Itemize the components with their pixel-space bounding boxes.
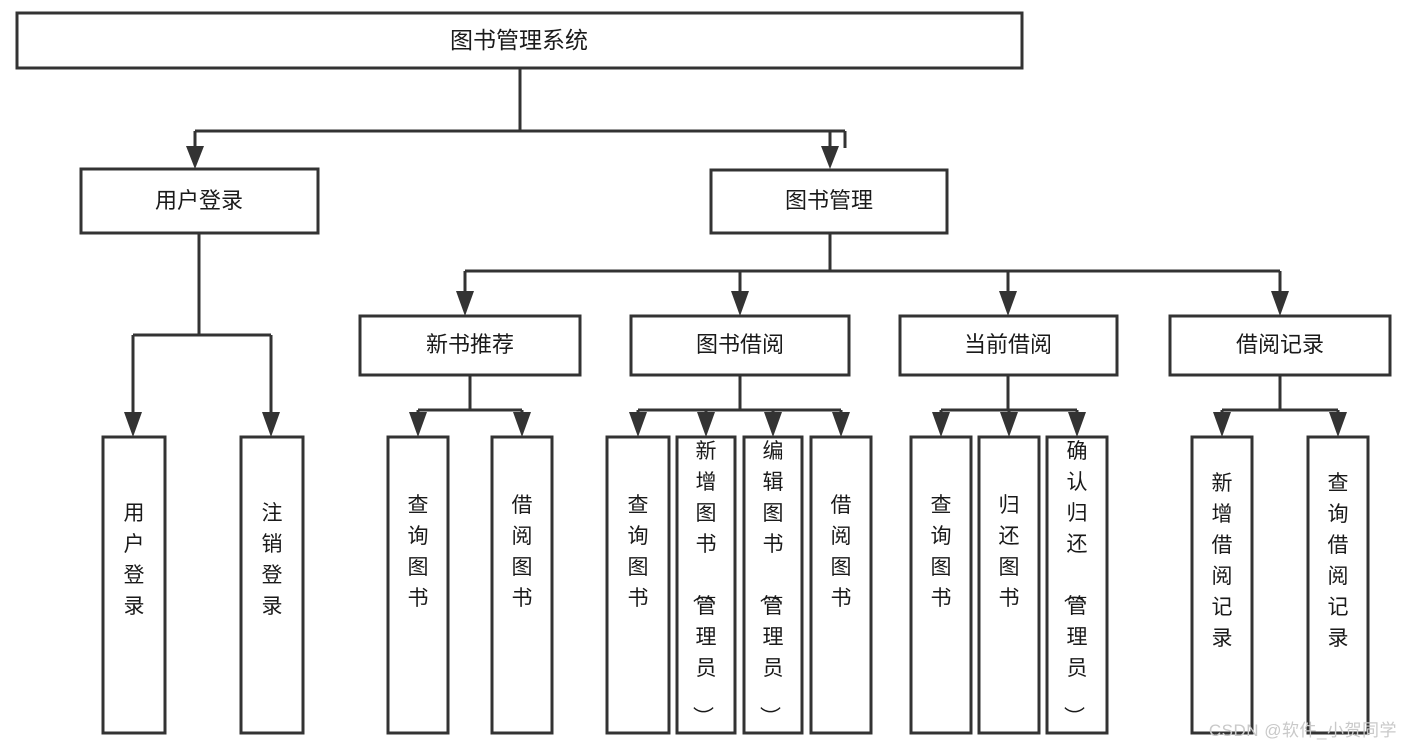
- arrow-to-leaf-query-book-2: [629, 412, 647, 437]
- leaf-return-book-box[interactable]: [977, 435, 1041, 735]
- arrow-to-leaf-query-record: [1329, 412, 1347, 437]
- connectors-user-login-to-leaves: [124, 233, 280, 437]
- node-book-manage[interactable]: 图书管理: [709, 168, 949, 235]
- leaf-edit-book-box[interactable]: [742, 435, 804, 735]
- connectors-current-borrow-to-leaves: [932, 375, 1086, 437]
- arrow-to-book-manage: [821, 146, 839, 169]
- leaf-user-login-label: 用户登录: [124, 502, 145, 618]
- leaf-borrow-book-recommend[interactable]: 借阅图书: [490, 435, 554, 735]
- leaf-query-borrow-record-label: 查询借阅记录: [1328, 472, 1349, 650]
- arrow-to-leaf-borrow-book-1: [513, 412, 531, 437]
- leaf-query-book-recommend-box[interactable]: [386, 435, 450, 735]
- leaf-query-book-borrow[interactable]: 查询图书: [605, 435, 671, 735]
- node-root-label: 图书管理系统: [450, 27, 588, 53]
- leaf-user-login[interactable]: 用户登录: [101, 435, 167, 735]
- leaf-query-book-recommend-label: 查询图书: [408, 494, 429, 610]
- leaf-query-book-current-label: 查询图书: [931, 494, 952, 610]
- leaf-confirm-return-label: 确认归还（管理员）: [1062, 440, 1088, 727]
- node-book-borrow[interactable]: 图书借阅: [629, 314, 851, 377]
- leaf-return-book[interactable]: 归还图书: [977, 435, 1041, 735]
- leaf-logout-login-label: 注销登录: [262, 502, 283, 618]
- node-new-book-recommend-label: 新书推荐: [426, 332, 514, 357]
- leaf-edit-book[interactable]: 编辑图书（管理员）: [742, 435, 804, 735]
- leaf-confirm-return[interactable]: 确认归还（管理员）: [1045, 435, 1109, 735]
- leaf-borrow-book-label: 借阅图书: [831, 494, 852, 610]
- arrow-to-leaf-confirm-return: [1068, 412, 1086, 437]
- leaf-confirm-return-box[interactable]: [1045, 435, 1109, 735]
- arrow-to-leaf-edit-book: [764, 412, 782, 437]
- leaf-query-book-current-box[interactable]: [909, 435, 973, 735]
- leaf-user-login-box[interactable]: [101, 435, 167, 735]
- node-user-login-box[interactable]: [79, 167, 320, 235]
- arrow-to-book-borrow: [731, 291, 749, 316]
- arrow-to-current-borrow: [999, 291, 1017, 316]
- arrow-to-new-book-recommend: [456, 291, 474, 316]
- node-borrow-record[interactable]: 借阅记录: [1168, 314, 1392, 377]
- leaf-query-borrow-record[interactable]: 查询借阅记录: [1306, 435, 1370, 735]
- node-borrow-record-box[interactable]: [1168, 314, 1392, 377]
- arrow-to-leaf-query-book-3: [932, 412, 950, 437]
- arrow-to-leaf-return-book: [1000, 412, 1018, 437]
- leaf-borrow-book[interactable]: 借阅图书: [809, 435, 873, 735]
- leaf-query-borrow-record-box[interactable]: [1306, 435, 1370, 735]
- node-book-manage-label: 图书管理: [785, 188, 873, 213]
- node-book-borrow-box[interactable]: [629, 314, 851, 377]
- connectors-new-book-recommend-to-leaves: [409, 375, 531, 437]
- leaf-add-book[interactable]: 新增图书（管理员）: [675, 435, 737, 735]
- leaf-borrow-book-recommend-label: 借阅图书: [512, 494, 533, 610]
- csdn-watermark: CSDN @软件_小贺同学: [1208, 721, 1397, 740]
- node-current-borrow-label: 当前借阅: [964, 332, 1052, 357]
- leaf-add-book-box[interactable]: [675, 435, 737, 735]
- leaf-add-borrow-record-box[interactable]: [1190, 435, 1254, 735]
- leaf-logout-login[interactable]: 注销登录: [239, 435, 305, 735]
- arrow-to-borrow-record: [1271, 291, 1289, 316]
- node-current-borrow-box[interactable]: [898, 314, 1119, 377]
- leaf-query-book-borrow-box[interactable]: [605, 435, 671, 735]
- node-book-manage-box[interactable]: [709, 168, 949, 235]
- leaf-query-book-current[interactable]: 查询图书: [909, 435, 973, 735]
- leaf-edit-book-label: 编辑图书（管理员）: [758, 440, 784, 727]
- node-new-book-recommend-box[interactable]: [358, 314, 582, 377]
- arrow-to-leaf-borrow-book-2: [832, 412, 850, 437]
- node-new-book-recommend[interactable]: 新书推荐: [358, 314, 582, 377]
- leaf-add-borrow-record-label: 新增借阅记录: [1212, 472, 1233, 650]
- connectors-root-to-level2: [186, 68, 847, 169]
- connectors-book-borrow-to-leaves: [629, 375, 850, 437]
- node-user-login-label: 用户登录: [155, 188, 243, 213]
- node-borrow-record-label: 借阅记录: [1236, 332, 1324, 357]
- connectors-book-manage-to-level3: [456, 233, 1289, 316]
- arrow-to-leaf-query-book-1: [409, 412, 427, 437]
- node-root-system[interactable]: 图书管理系统: [15, 11, 1024, 70]
- leaf-borrow-book-recommend-box[interactable]: [490, 435, 554, 735]
- arrow-to-leaf-user-login: [124, 412, 142, 437]
- leaf-borrow-book-box[interactable]: [809, 435, 873, 735]
- arrow-to-leaf-logout: [262, 412, 280, 437]
- node-book-borrow-label: 图书借阅: [696, 332, 784, 357]
- arrow-to-leaf-add-book: [697, 412, 715, 437]
- arrow-to-leaf-add-record: [1213, 412, 1231, 437]
- leaf-return-book-label: 归还图书: [999, 494, 1020, 610]
- leaf-add-book-label: 新增图书（管理员）: [691, 440, 717, 727]
- connectors-borrow-record-to-leaves: [1213, 375, 1347, 437]
- leaf-logout-login-box[interactable]: [239, 435, 305, 735]
- arrow-to-user-login: [186, 146, 204, 169]
- node-current-borrow[interactable]: 当前借阅: [898, 314, 1119, 377]
- leaf-query-book-recommend[interactable]: 查询图书: [386, 435, 450, 735]
- leaf-query-book-borrow-label: 查询图书: [628, 494, 649, 610]
- leaf-add-borrow-record[interactable]: 新增借阅记录: [1190, 435, 1254, 735]
- node-user-login[interactable]: 用户登录: [79, 167, 320, 235]
- node-root-box[interactable]: [15, 11, 1024, 70]
